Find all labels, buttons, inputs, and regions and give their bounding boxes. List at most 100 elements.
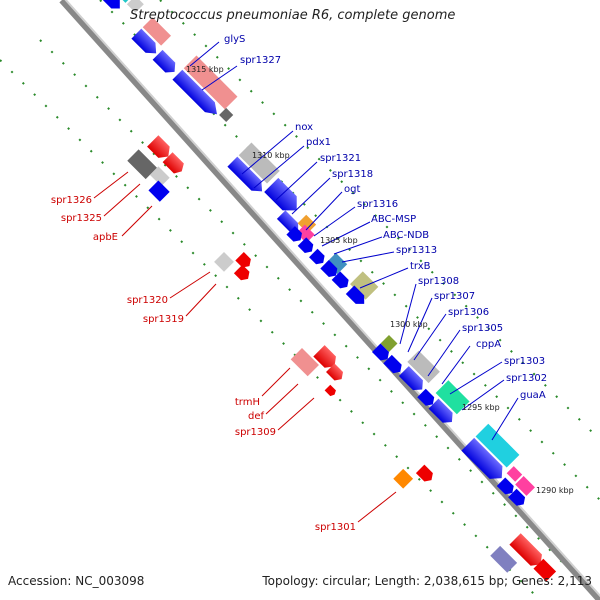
forward-gene-labels: glyS spr1327 nox pdx1 spr1321 spr1318 og… — [224, 34, 547, 401]
gene-arrow — [417, 388, 435, 406]
gene-label-abc-ndb[interactable]: ABC-NDB — [383, 230, 429, 241]
gene-label-spr1327[interactable]: spr1327 — [240, 55, 281, 66]
gene-label-def[interactable]: def — [248, 411, 265, 422]
gene-arrow — [324, 384, 336, 397]
gene-feature — [506, 466, 523, 482]
gene-feature — [148, 180, 170, 202]
gene-label-pdx1[interactable]: pdx1 — [306, 137, 331, 148]
gene-label-spr1301[interactable]: spr1301 — [315, 522, 356, 533]
gene-label-spr1318[interactable]: spr1318 — [332, 169, 373, 180]
gene-arrow — [297, 237, 314, 253]
gene-label-spr1320[interactable]: spr1320 — [127, 295, 168, 306]
gene-arrow — [509, 533, 542, 566]
gene-block-guaA — [461, 423, 535, 506]
gene-arrow — [331, 271, 349, 289]
forward-leader-lines — [189, 41, 519, 441]
gene-feature — [142, 17, 172, 46]
gene-label-abc-msp[interactable]: ABC-MSP — [371, 214, 416, 225]
gene-arrow — [383, 354, 402, 374]
gene-feature — [127, 149, 157, 180]
gene-feature — [126, 0, 144, 13]
accession-text: Accession: NC_003098 — [8, 574, 145, 588]
gene-label-spr1308[interactable]: spr1308 — [418, 276, 459, 287]
gene-arrow — [428, 398, 453, 423]
tick-track-forward-inner — [99, 0, 600, 501]
gene-arrow — [345, 285, 365, 304]
gene-label-spr1321[interactable]: spr1321 — [320, 153, 361, 164]
gene-arrow — [320, 260, 338, 278]
gene-arrow — [461, 437, 503, 479]
gene-block-nox — [227, 142, 299, 232]
gene-label-trmh[interactable]: trmH — [235, 397, 260, 408]
gene-feature — [393, 468, 414, 489]
forward-genes — [101, 0, 535, 573]
gene-feature — [533, 558, 557, 582]
gene-block-spr1316 — [286, 214, 379, 304]
gene-label-spr1302[interactable]: spr1302 — [506, 373, 547, 384]
gene-label-trxb[interactable]: trxB — [410, 261, 431, 272]
gene-feature — [296, 224, 315, 244]
gene-label-spr1305[interactable]: spr1305 — [462, 323, 503, 334]
gene-arrow — [172, 69, 217, 115]
kbp-marker: 1300 kbp — [390, 320, 428, 329]
topology-text: Topology: circular; Length: 2,038,615 bp… — [262, 574, 592, 588]
gene-feature — [326, 252, 348, 275]
gene-label-spr1306[interactable]: spr1306 — [448, 307, 489, 318]
gene-block-bottom — [490, 545, 518, 573]
map-title: Streptococcus pneumoniae R6, complete ge… — [130, 8, 456, 23]
gene-block-bottom-red — [509, 533, 557, 582]
gene-arrow — [227, 156, 263, 192]
gene-label-apbe[interactable]: apbE — [93, 232, 118, 243]
gene-label-spr1316[interactable]: spr1316 — [357, 199, 398, 210]
gene-label-spr1326[interactable]: spr1326 — [51, 195, 92, 206]
gene-label-spr1325[interactable]: spr1325 — [61, 213, 102, 224]
gene-arrow — [508, 488, 526, 506]
gene-arrow — [152, 49, 176, 73]
gene-label-glyS[interactable]: glyS — [224, 34, 245, 45]
gene-feature — [515, 476, 535, 496]
gene-label-nox[interactable]: nox — [295, 122, 313, 133]
gene-block-spr1308 — [372, 335, 470, 423]
gene-feature — [238, 142, 280, 184]
gene-arrow — [276, 210, 299, 232]
gene-label-spr1319[interactable]: spr1319 — [143, 314, 184, 325]
gene-arrow — [286, 226, 302, 242]
gene-arrow — [496, 477, 514, 495]
gene-block-spr1301 — [393, 464, 433, 489]
gene-block-glyS — [131, 17, 238, 123]
reverse-genes — [127, 135, 557, 582]
gene-label-spr1313[interactable]: spr1313 — [396, 245, 437, 256]
gene-label-cppa[interactable]: cppA — [476, 339, 501, 350]
gene-label-spr1307[interactable]: spr1307 — [434, 291, 475, 302]
gene-arrow — [235, 252, 251, 268]
gene-block-top — [101, 0, 144, 13]
gene-label-ogt[interactable]: ogt — [344, 184, 360, 195]
gene-arrow — [233, 264, 250, 281]
genome-backbone — [59, 0, 600, 600]
kbp-marker: 1290 kbp — [536, 486, 574, 495]
kbp-marker: 1305 kbp — [320, 236, 358, 245]
gene-arrow — [264, 177, 297, 211]
gene-block-trmH — [290, 345, 344, 397]
reverse-gene-labels: spr1326 spr1325 apbE spr1320 spr1319 trm… — [51, 195, 356, 533]
gene-feature — [183, 55, 238, 110]
gene-label-spr1303[interactable]: spr1303 — [504, 356, 545, 367]
kbp-marker: 1310 kbp — [252, 151, 290, 160]
gene-arrow — [162, 152, 184, 174]
kbp-marker: 1315 kbp — [186, 65, 224, 74]
tick-track-reverse-outer — [39, 39, 600, 600]
gene-arrow — [131, 28, 157, 54]
gene-block-spr1320 — [214, 252, 251, 281]
gene-arrow — [309, 248, 325, 265]
gene-feature — [435, 380, 470, 415]
kbp-marker: 1295 kbp — [462, 403, 500, 412]
gene-feature — [214, 252, 234, 272]
gene-feature — [490, 545, 518, 573]
kbp-markers: 1315 kbp 1310 kbp 1305 kbp 1300 kbp 1295… — [186, 65, 574, 495]
reverse-leader-lines — [93, 171, 397, 523]
gene-label-guaa[interactable]: guaA — [520, 390, 546, 401]
gene-label-spr1309[interactable]: spr1309 — [235, 427, 276, 438]
gene-feature — [290, 348, 319, 377]
